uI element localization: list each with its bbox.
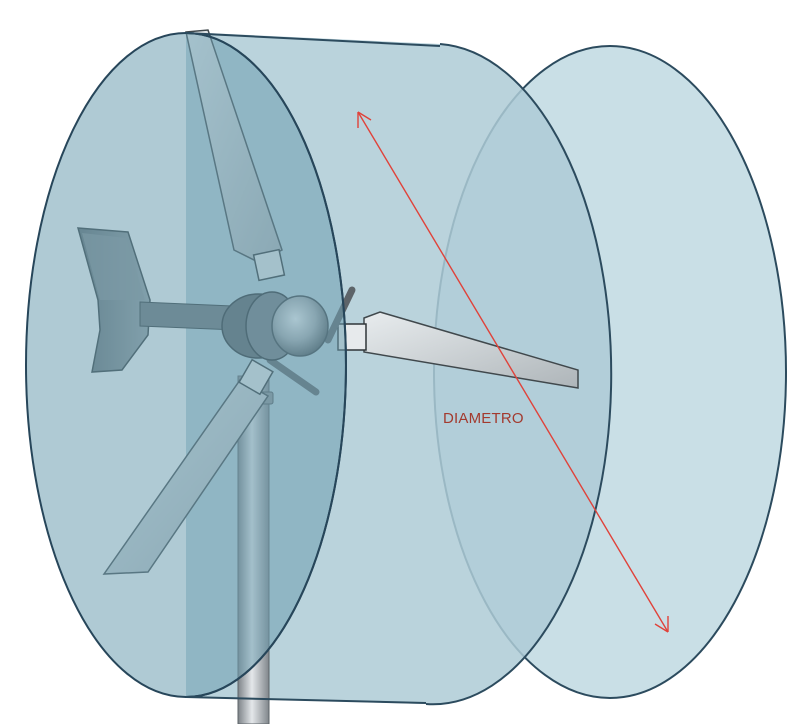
diameter-arrowhead-top (357, 111, 372, 128)
cylinder-back-rim (425, 43, 613, 706)
cylinder-front-face (25, 32, 347, 698)
diameter-arrowhead-bottom (654, 616, 669, 633)
cylinder-top-edge (185, 32, 441, 47)
diameter-label: DIAMETRO (443, 410, 524, 427)
cylinder-front-rim (185, 32, 347, 698)
diameter-dimension-line (357, 111, 669, 633)
cylinder-bottom-edge (185, 696, 427, 704)
